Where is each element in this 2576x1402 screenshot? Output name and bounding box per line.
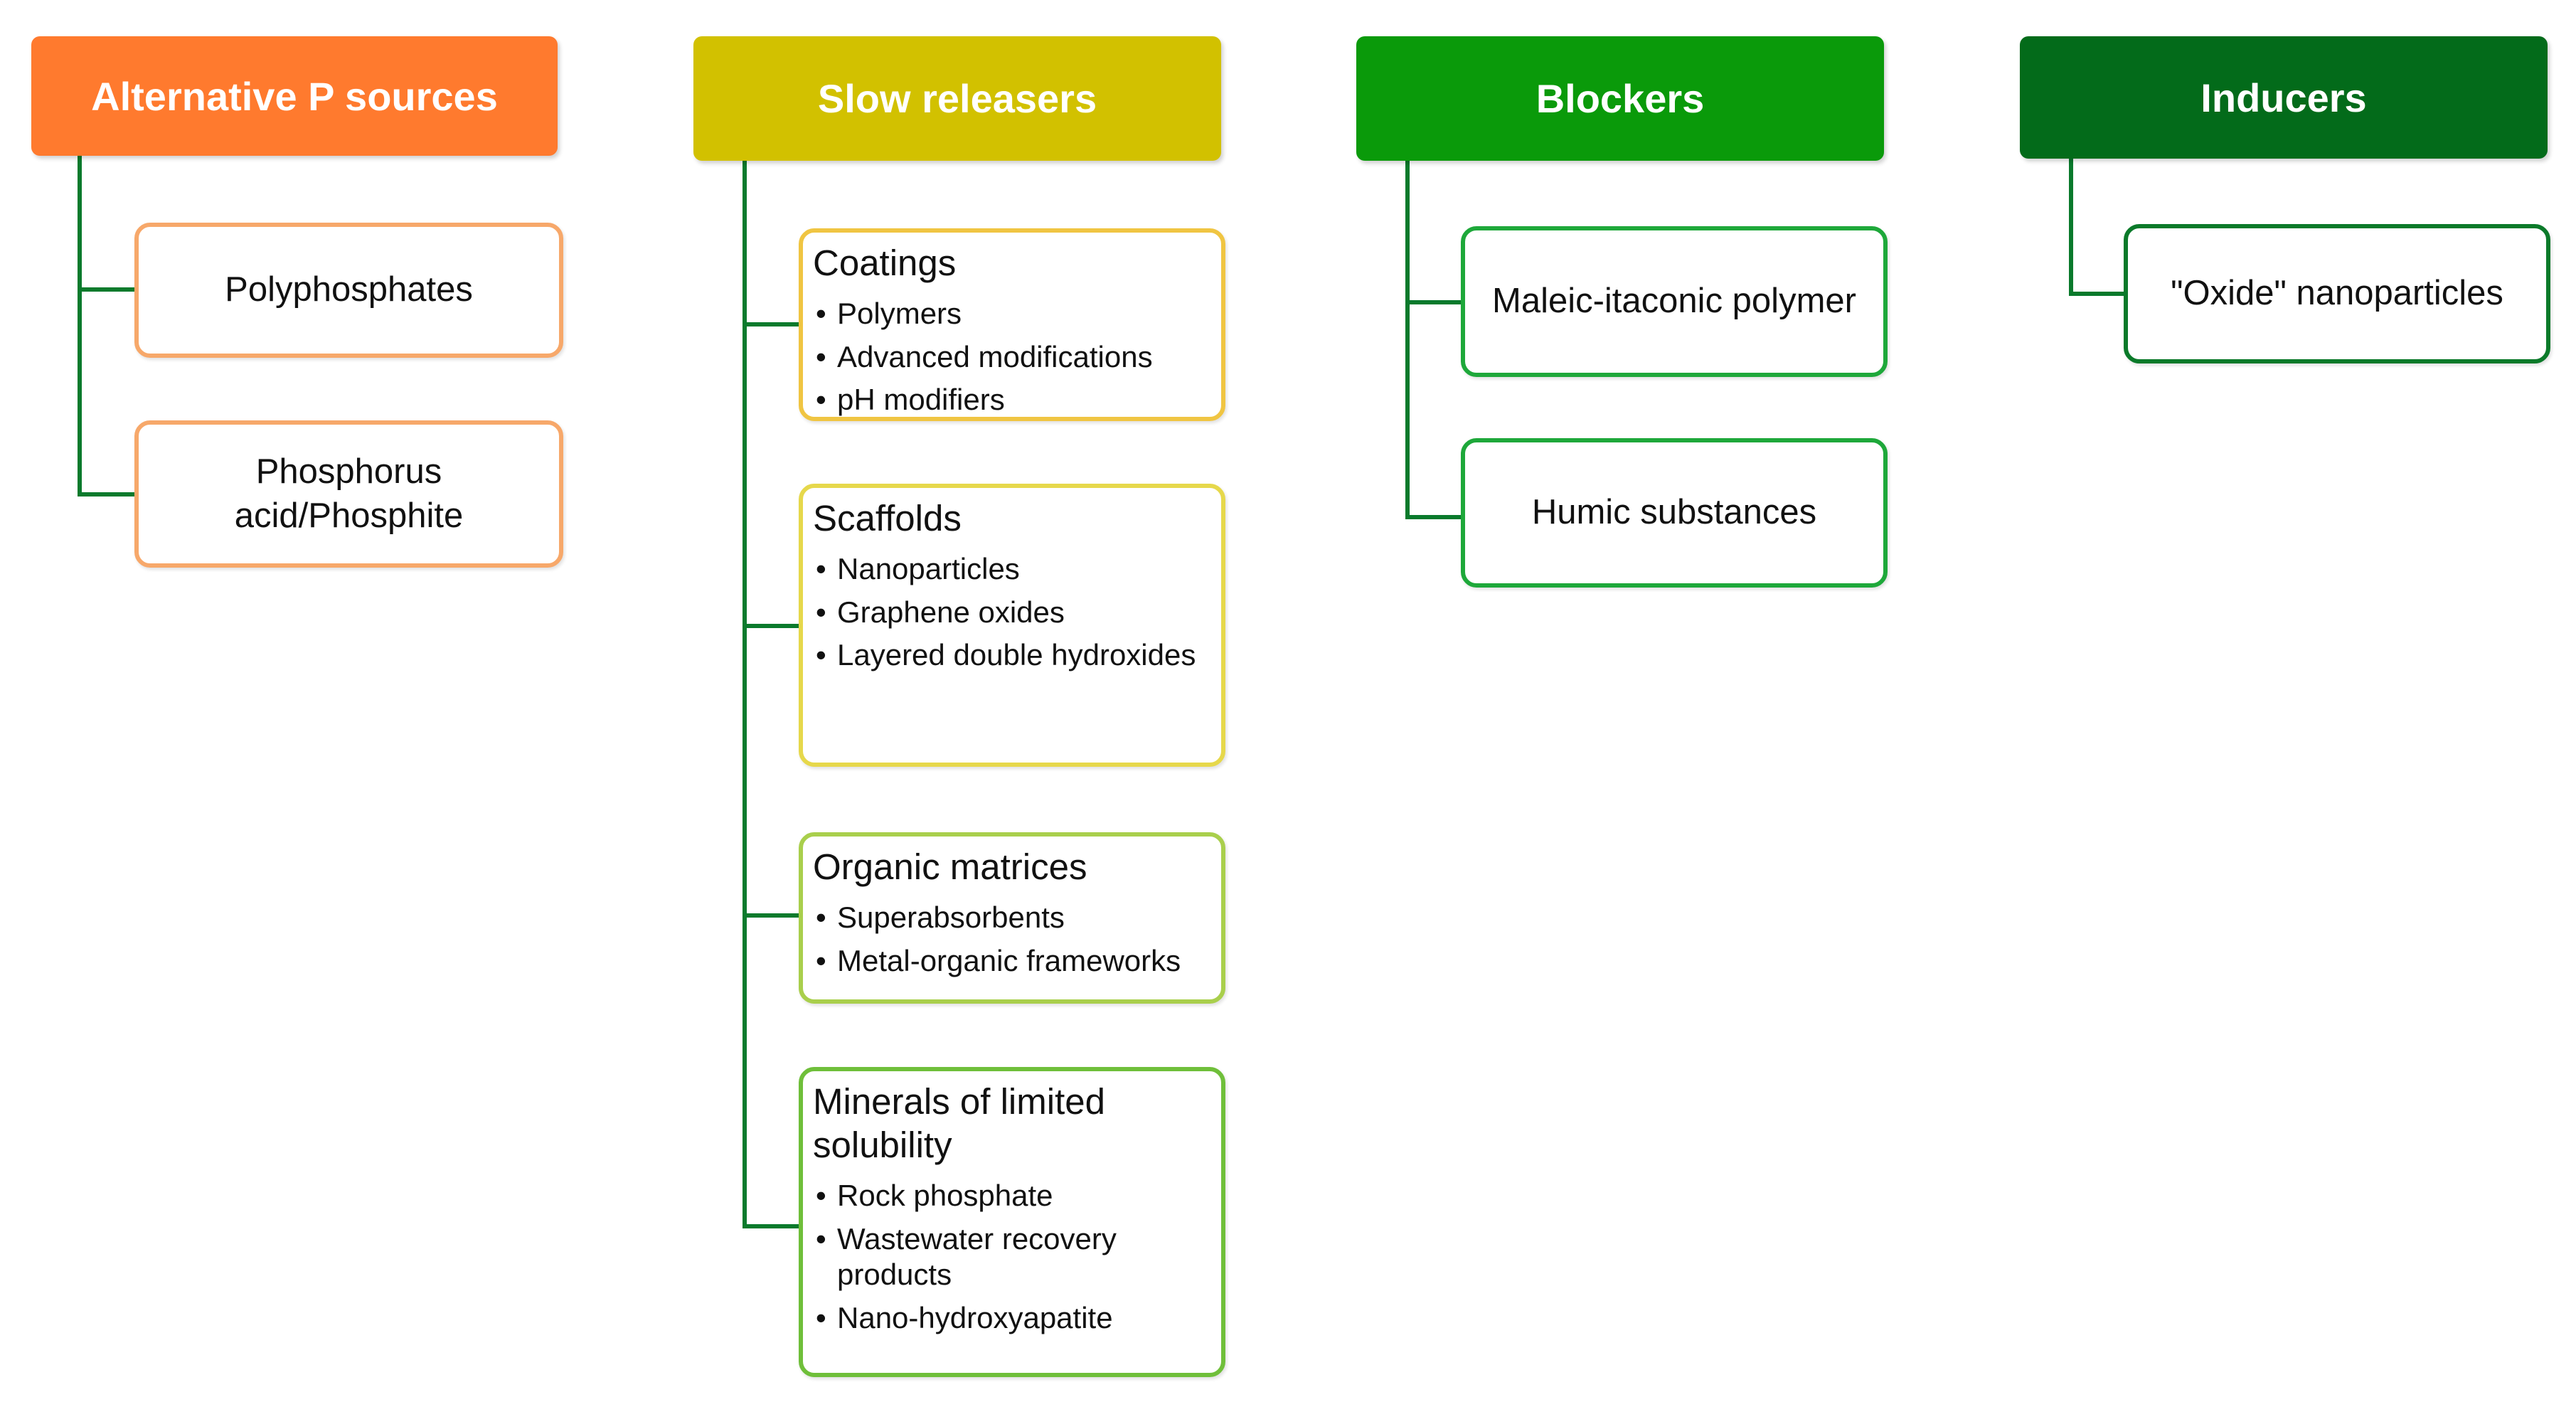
connector-branch-polyphosphates (78, 287, 137, 292)
list-item: Advanced modifications (813, 339, 1211, 376)
connector-branch-coatings (743, 322, 802, 326)
connector-trunk-slow (743, 160, 747, 1228)
header-slow-releasers: Slow releasers (693, 36, 1221, 161)
list-item: Nanoparticles (813, 551, 1211, 588)
bullet-list: Rock phosphate Wastewater recovery produ… (813, 1178, 1211, 1336)
connector-branch-organic (743, 913, 802, 918)
header-alternative-p-sources: Alternative P sources (31, 36, 558, 156)
header-blockers: Blockers (1356, 36, 1884, 161)
node-oxide-nanoparticles: "Oxide" nanoparticles (2124, 224, 2550, 363)
connector-trunk-inducers (2069, 158, 2073, 296)
connector-branch-oxide (2069, 292, 2127, 296)
node-minerals-limited-solubility: Minerals of limited solubility Rock phos… (799, 1067, 1225, 1377)
connector-branch-humic (1405, 515, 1462, 519)
list-item: Wastewater recovery products (813, 1221, 1211, 1293)
list-item: Superabsorbents (813, 900, 1211, 936)
list-item: Nano-hydroxyapatite (813, 1300, 1211, 1337)
node-title: Scaffolds (813, 498, 962, 538)
node-title: Coatings (813, 243, 957, 283)
node-scaffolds: Scaffolds Nanoparticles Graphene oxides … (799, 484, 1225, 767)
list-item: pH modifiers (813, 382, 1211, 418)
node-humic-substances: Humic substances (1461, 438, 1888, 588)
node-maleic-itaconic-polymer: Maleic-itaconic polymer (1461, 226, 1888, 377)
list-item: Metal-organic frameworks (813, 943, 1211, 979)
list-item: Graphene oxides (813, 595, 1211, 631)
connector-trunk-blockers (1405, 160, 1410, 519)
connector-branch-minerals (743, 1224, 802, 1228)
connector-branch-maleic (1405, 300, 1462, 304)
connector-branch-scaffolds (743, 624, 802, 628)
list-item: Polymers (813, 296, 1211, 332)
bullet-list: Superabsorbents Metal-organic frameworks (813, 900, 1211, 979)
node-title: Organic matrices (813, 846, 1087, 887)
bullet-list: Polymers Advanced modifications pH modif… (813, 296, 1211, 418)
node-phosphorus-acid-phosphite: Phosphorus acid/Phosphite (134, 420, 563, 568)
connector-trunk-alternative (78, 155, 82, 496)
header-inducers: Inducers (2020, 36, 2548, 159)
list-item: Rock phosphate (813, 1178, 1211, 1214)
connector-branch-phosphorus (78, 492, 137, 496)
node-title: Minerals of limited solubility (813, 1081, 1105, 1166)
node-coatings: Coatings Polymers Advanced modifications… (799, 228, 1225, 421)
list-item: Layered double hydroxides (813, 637, 1211, 674)
node-polyphosphates: Polyphosphates (134, 223, 563, 358)
node-organic-matrices: Organic matrices Superabsorbents Metal-o… (799, 832, 1225, 1004)
bullet-list: Nanoparticles Graphene oxides Layered do… (813, 551, 1211, 674)
